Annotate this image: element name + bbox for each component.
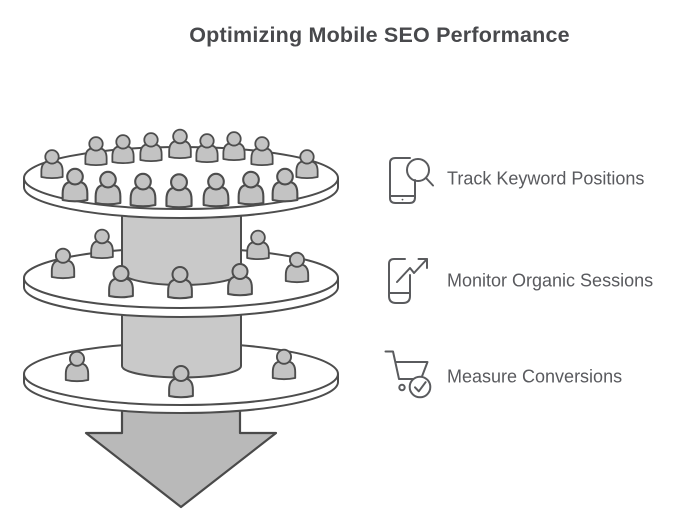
metric-label: Measure Conversions bbox=[447, 366, 623, 387]
metric-label: Monitor Organic Sessions bbox=[447, 270, 654, 291]
metric-label: Track Keyword Positions bbox=[447, 168, 645, 189]
mobile-seo-funnel-diagram bbox=[23, 128, 339, 509]
metric-row-track-keywords: Track Keyword Positions bbox=[383, 150, 683, 208]
cart-check-icon bbox=[384, 350, 432, 399]
page-title: Optimizing Mobile SEO Performance bbox=[189, 23, 570, 47]
mobile-search-icon bbox=[389, 157, 434, 204]
metric-row-organic-sessions: Monitor Organic Sessions bbox=[383, 252, 683, 310]
metric-row-conversions: Measure Conversions bbox=[383, 348, 683, 406]
mobile-growth-icon bbox=[388, 258, 428, 304]
